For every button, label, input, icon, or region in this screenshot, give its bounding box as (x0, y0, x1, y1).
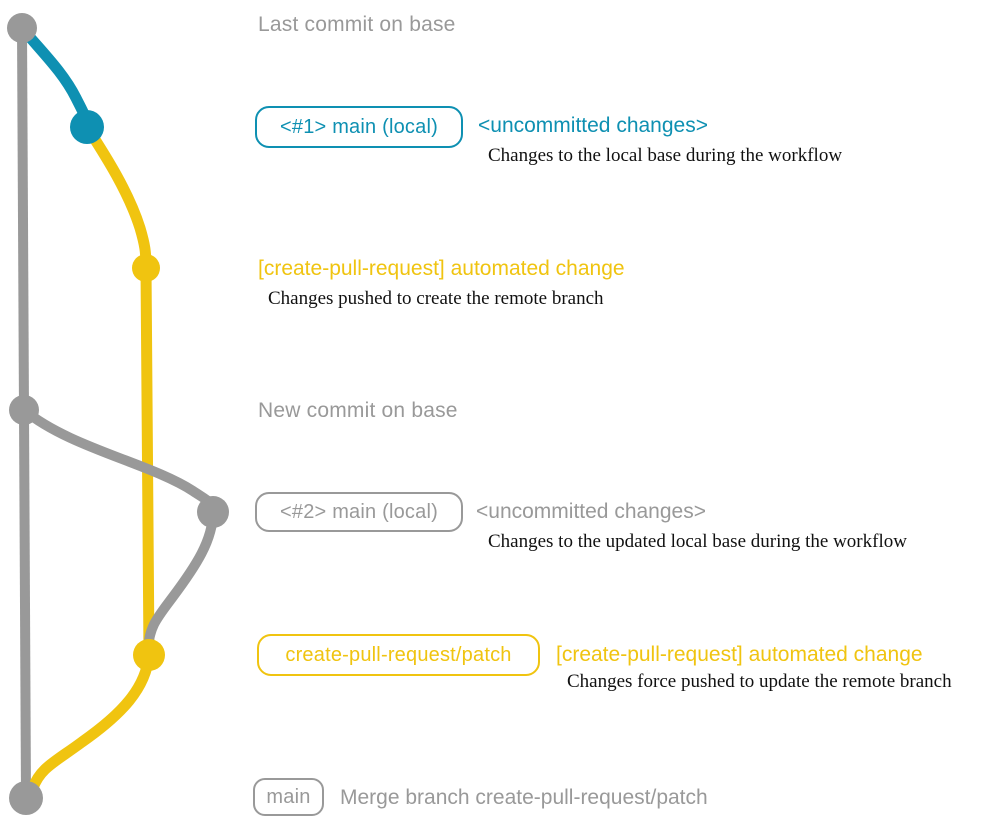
branch-pill-main-1: <#1> main (local) (255, 106, 463, 148)
branch-pill-create-pull-request-patch: create-pull-request/patch (257, 634, 540, 676)
branch-pill-main-merge: main (253, 778, 324, 816)
caption-pushed-create-remote: Changes pushed to create the remote bran… (268, 288, 604, 309)
commit-node-cpr-2 (133, 639, 165, 671)
uncommitted-changes-status-2: <uncommitted changes> (476, 500, 706, 523)
commit-node-cpr-1 (132, 254, 160, 282)
commit-node-last-base (7, 13, 37, 43)
last-commit-label: Last commit on base (258, 13, 456, 36)
caption-updated-local-base-changes: Changes to the updated local base during… (488, 531, 907, 552)
commit-graph (7, 13, 229, 815)
caption-local-base-changes: Changes to the local base during the wor… (488, 145, 843, 166)
automated-change-title-2: [create-pull-request] automated change (556, 643, 923, 666)
branch-line-local-main-1 (16, 22, 93, 133)
merge-commit-title: Merge branch create-pull-request/patch (340, 786, 708, 809)
commit-node-main-2 (197, 496, 229, 528)
commit-node-new-base (9, 395, 39, 425)
caption-force-pushed-update-remote: Changes force pushed to update the remot… (567, 671, 952, 692)
new-commit-label: New commit on base (258, 399, 458, 422)
commit-node-main-1 (70, 110, 104, 144)
branch-line-create-pull-request-upper (81, 121, 155, 661)
automated-change-title-1: [create-pull-request] automated change (258, 257, 625, 280)
branch-line-local-main-2 (19, 405, 219, 655)
uncommitted-changes-status-1: <uncommitted changes> (478, 114, 708, 137)
commit-node-merge (9, 781, 43, 815)
branch-line-create-pull-request-lower (27, 649, 155, 794)
branch-pill-main-2: <#2> main (local) (255, 492, 463, 532)
